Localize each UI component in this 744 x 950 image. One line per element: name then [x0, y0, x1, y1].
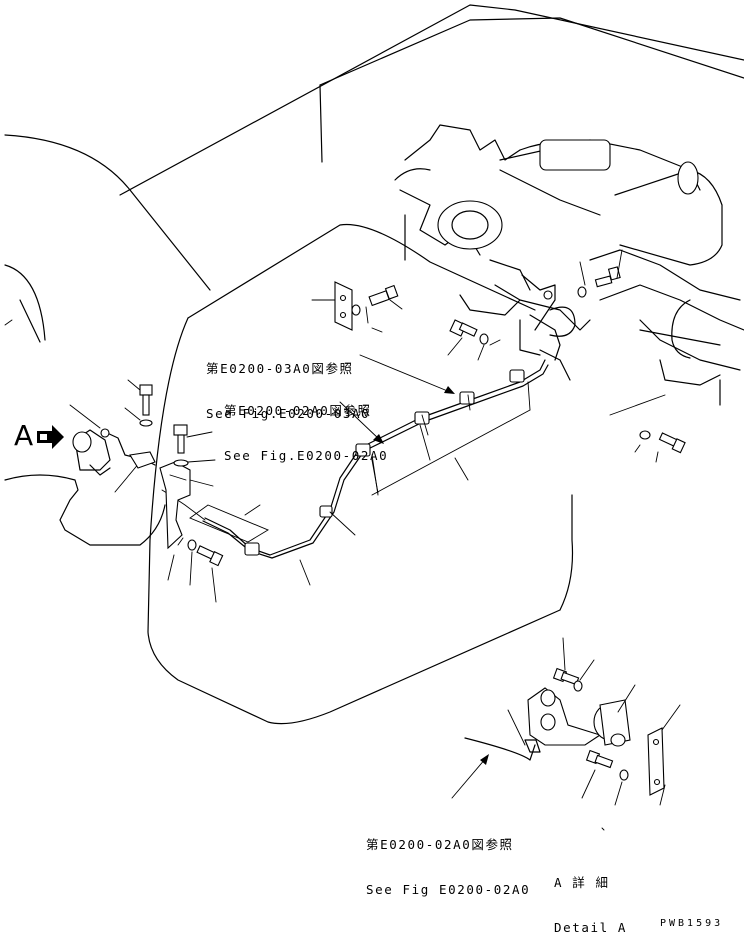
detail-a-jp: A 詳 細: [554, 875, 610, 890]
machine-body-outline: [4, 4, 744, 725]
detail-a-en: Detail A: [554, 920, 628, 935]
engine-assembly: [394, 124, 744, 406]
engine-side-bracket: [521, 274, 561, 361]
parts-diagram: [4, 4, 744, 831]
left-switch-assembly: [4, 404, 166, 546]
reference-3-jp: 第E0200-02A0図参照: [366, 837, 514, 852]
drawing-code: PWB1593: [660, 918, 724, 929]
reference-2-en: See Fig.E0200-02A0: [224, 448, 389, 463]
bottom-reference-leader: [451, 754, 489, 799]
view-a-marker: A: [14, 419, 34, 452]
wire-harness: [161, 359, 549, 586]
detail-a-view: [464, 637, 681, 831]
left-bracket-parts: [124, 379, 224, 603]
bracket-mounting-parts: [311, 249, 623, 361]
view-a-arrow-icon: [37, 425, 64, 449]
reference-label-3: 第E0200-02A0図参照 See Fig E0200-02A0: [366, 807, 530, 912]
reference-leader-lines: [339, 354, 455, 444]
detail-a-label: A 詳 細 Detail A: [554, 845, 627, 950]
right-bolt-washer: [609, 394, 686, 463]
reference-1-jp: 第E0200-03A0図参照: [206, 361, 354, 376]
reference-label-2: 第E0200-02A0図参照 See Fig.E0200-02A0: [224, 373, 388, 478]
reference-1-en: See Fig.E0200-03A0: [206, 406, 371, 421]
reference-3-en: See Fig E0200-02A0: [366, 882, 531, 897]
reference-label-1: 第E0200-03A0図参照 See Fig.E0200-03A0: [206, 331, 370, 436]
reference-2-jp: 第E0200-02A0図参照: [224, 403, 372, 418]
